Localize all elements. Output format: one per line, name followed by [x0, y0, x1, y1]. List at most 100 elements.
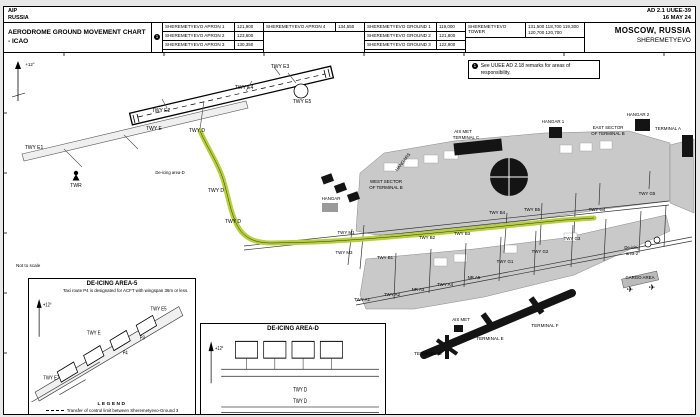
station-name: SHEREMETYEVO APRON 4	[264, 23, 336, 32]
map-label: TWY B1	[377, 255, 394, 260]
map-label: TWY G3	[564, 236, 581, 241]
map-label: De-icing area-D	[155, 170, 184, 175]
taxiway-d-centerline	[199, 130, 595, 244]
map-label: De-icing	[624, 245, 640, 250]
map-label: ✈	[627, 285, 634, 294]
hangar-west-3	[346, 191, 361, 203]
map-label: TWY E	[146, 126, 162, 132]
document-reference: AD 2.1 UUEE-39	[646, 8, 691, 14]
inset5-compass-icon	[36, 298, 42, 337]
station-frequency: 123,600	[237, 33, 254, 39]
station-name: SHEREMETYEVO GROUND 1	[365, 23, 437, 32]
hangar-2-building	[635, 119, 650, 131]
inset5-deicing-pads	[56, 314, 158, 383]
station-frequency: 134,550	[338, 24, 355, 29]
map-label: HANGAR 1	[542, 119, 565, 124]
map-label: TWY E3	[271, 64, 290, 70]
map-label: CARGO AREA	[625, 275, 654, 280]
country-label: RUSSIA	[8, 14, 29, 21]
station-frequency: 121,900	[237, 24, 254, 29]
deicing-area-5-inset: DE-ICING AREA-5 Taxi route P4 is designa…	[28, 278, 196, 414]
map-label: +12°	[43, 302, 52, 308]
map-label: TWY B3	[454, 231, 471, 236]
docref-block: AD 2.1 UUEE-39 16 MAY 24	[647, 8, 691, 21]
map-label: TWY E5	[293, 99, 312, 105]
insetD-compass-icon	[208, 341, 214, 384]
page-header-top: AIP RUSSIA AD 2.1 UUEE-39 16 MAY 24	[4, 7, 695, 23]
chart-title: AERODROME GROUND MOVEMENT CHART - ICAO	[4, 23, 152, 52]
map-label: TERMINAL D	[414, 351, 442, 356]
remarks-note: 1 See UUEE AD 2.18 remarks for areas of …	[468, 60, 600, 79]
legend-title: LEGEND	[97, 402, 127, 407]
border-tick-marks	[4, 53, 665, 354]
runway-connector-lines	[63, 66, 297, 168]
insetD-title: DE-ICING AREA-D	[267, 326, 319, 332]
station-name: SHEREMETYEVO APRON 2	[163, 32, 235, 41]
terminal-c-building	[453, 138, 503, 156]
map-label: TWY G5	[639, 191, 656, 196]
map-label: TWY D	[293, 398, 307, 405]
map-label: TWY M3	[336, 250, 354, 255]
note-badge-icon: 1	[472, 63, 478, 69]
hangar-west-2	[333, 182, 348, 194]
map-label: TWY D	[189, 128, 205, 134]
map-label: TWY E2	[152, 108, 171, 114]
map-label: area-2	[626, 251, 639, 256]
station-name: SHEREMETYEVO GROUND 3	[365, 41, 437, 50]
frequency-info-cell: 1	[152, 23, 162, 52]
aircraft-stand-boxes	[383, 140, 613, 267]
hangar-1-building	[549, 127, 562, 138]
hangar-west-1	[320, 173, 335, 185]
map-label: TERMINAL C	[453, 135, 479, 140]
map-label: TWY D	[225, 219, 241, 225]
aip-label: AIP	[8, 8, 18, 14]
terminal-a-building	[682, 135, 693, 157]
map-label: TWY D	[293, 387, 307, 394]
map-label: TWY M1	[338, 230, 356, 235]
terminal-f-pier	[528, 296, 545, 315]
map-label: TERMINAL A	[655, 126, 681, 131]
map-label: TWY B5	[524, 207, 541, 212]
station-name: SHEREMETYEVO TOWER	[466, 23, 526, 38]
map-label: P4	[123, 350, 128, 356]
inset5-secondary-taxiway	[30, 361, 100, 402]
terminal-d-star	[435, 335, 459, 359]
map-label: EAST SECTOR	[593, 125, 624, 130]
map-label: P3	[140, 335, 145, 341]
map-label: NR A3	[412, 287, 425, 292]
map-label: AIS MET	[454, 129, 472, 134]
map-label: TWY G1	[497, 259, 514, 264]
map-label: OF TERMINAL B	[591, 131, 624, 136]
insetD-taxiway-lines	[221, 358, 379, 414]
station-name: SHEREMETYEVO GROUND 2	[365, 32, 437, 41]
map-label: TWY G2	[532, 249, 549, 254]
insetD-deicing-pads	[235, 340, 343, 359]
runway	[128, 65, 335, 126]
compass-north-arrow-icon	[11, 61, 26, 101]
chart-page: AIP RUSSIA AD 2.1 UUEE-39 16 MAY 24 AERO…	[3, 6, 696, 415]
map-label: OF TERMINAL B	[369, 185, 402, 190]
map-label: TWY E5	[151, 306, 167, 313]
map-label: TWY E7	[43, 375, 59, 382]
map-label: TERMINAL F	[531, 323, 558, 328]
map-label: HANGAR	[322, 196, 341, 201]
note-text: See UUEE AD 2.18 remarks for areas of re…	[480, 63, 571, 76]
map-label: ✈	[649, 283, 656, 292]
station-name: SHEREMETYEVO APRON 3	[163, 41, 235, 50]
map-label: WEST SECTOR	[370, 179, 402, 184]
